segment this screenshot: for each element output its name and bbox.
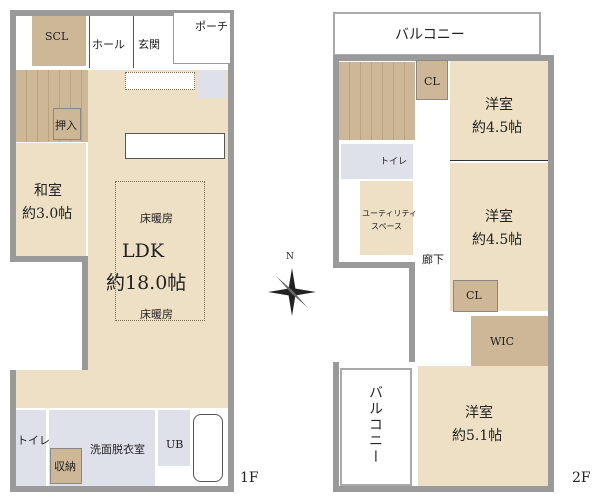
wic-label: WIC xyxy=(490,335,515,348)
hall-room xyxy=(89,16,133,68)
ldk-name: LDK xyxy=(122,240,165,262)
western-room-2-name: 洋室 xyxy=(485,209,513,225)
porch-label: ポーチ xyxy=(195,20,228,33)
floor-heating-label-2: 床暖房 xyxy=(140,308,173,321)
utility-label-2: スペース xyxy=(371,222,403,231)
western-room-3-name: 洋室 xyxy=(465,405,493,421)
balcony-side xyxy=(340,368,412,486)
ldk-size: 約18.0帖 xyxy=(106,272,187,294)
floor1-notch xyxy=(10,256,88,370)
kitchen-counter xyxy=(125,133,225,159)
closet-2f-2-label: CL xyxy=(466,289,482,302)
western-room-1 xyxy=(450,61,548,161)
closet-2f-1 xyxy=(416,60,448,100)
entrance-room xyxy=(133,16,168,68)
washroom-label: 洗面脱衣室 xyxy=(90,443,145,456)
corridor-label: 廊下 xyxy=(422,253,444,266)
balcony-top xyxy=(333,12,541,56)
balcony-top-label: バルコニー xyxy=(395,27,465,43)
compass-north-label: N xyxy=(286,252,294,262)
floor2-notch xyxy=(333,262,415,362)
closet-2f-2 xyxy=(453,280,498,312)
ldk-lower xyxy=(16,370,228,408)
floor1-label: 1F xyxy=(240,470,259,486)
entrance-label: 玄関 xyxy=(138,38,160,51)
hall-label: ホール xyxy=(92,38,125,51)
washitsu-name: 和室 xyxy=(34,183,62,199)
fridge-space xyxy=(198,70,226,98)
upper-cabinet xyxy=(125,72,195,90)
western-room-1-name: 洋室 xyxy=(485,97,513,113)
utility-label-1: ユーティリティ xyxy=(362,209,418,218)
floor-heating-area xyxy=(115,181,205,321)
western-room-3-size: 約5.1帖 xyxy=(452,428,503,444)
unit-bath xyxy=(158,410,190,466)
wic xyxy=(471,316,548,366)
balcony-side-label: バルコニー xyxy=(367,385,383,465)
oshiire-closet xyxy=(53,108,81,140)
floor-heating-label-1: 床暖房 xyxy=(140,212,173,225)
porch-area xyxy=(173,12,231,64)
scl-label: SCL xyxy=(45,30,69,43)
western-room-2-size: 約4.5帖 xyxy=(472,232,523,248)
unit-bath-label: UB xyxy=(166,438,184,451)
floor2-label: 2F xyxy=(572,470,591,486)
oshiire-label: 押入 xyxy=(55,119,77,132)
western-room-1-size: 約4.5帖 xyxy=(472,120,523,136)
toilet-1f xyxy=(16,410,46,486)
scl-room xyxy=(32,16,86,66)
bathtub xyxy=(193,414,223,482)
stairs-2f xyxy=(339,62,415,140)
western-room-3 xyxy=(418,366,548,486)
washitsu-room xyxy=(16,143,86,256)
storage-1f xyxy=(50,448,82,484)
closet-2f-1-label: CL xyxy=(424,75,440,88)
toilet-1f-label: トイレ xyxy=(17,434,50,447)
toilet-2f-label: トイレ xyxy=(380,157,408,167)
utility-space xyxy=(360,181,413,255)
storage-1f-label: 収納 xyxy=(54,460,76,473)
compass-icon xyxy=(268,268,316,316)
washitsu-size: 約3.0帖 xyxy=(22,206,73,222)
toilet-2f xyxy=(341,144,413,179)
